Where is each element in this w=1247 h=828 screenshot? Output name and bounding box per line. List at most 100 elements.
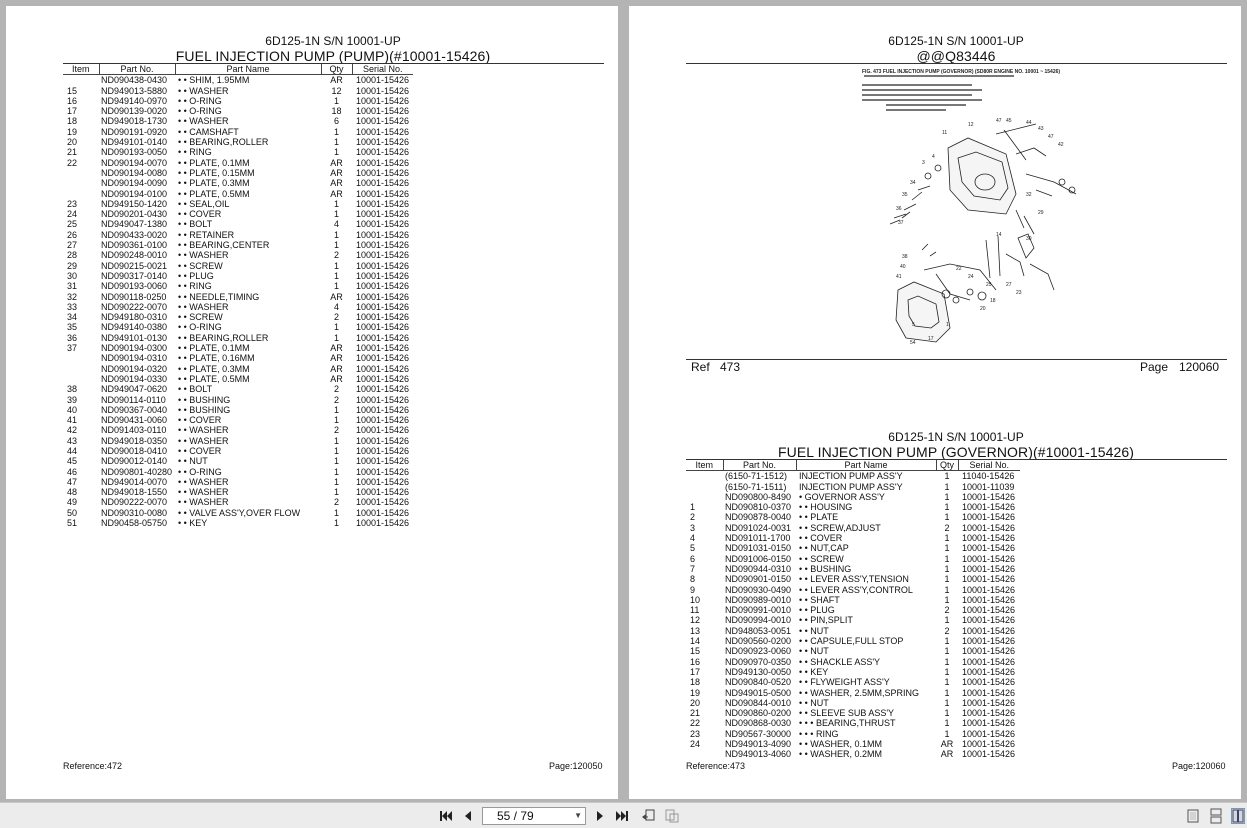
svg-text:23: 23 [1016, 290, 1022, 296]
forward-view-icon[interactable] [664, 808, 680, 824]
header-rule [686, 459, 1227, 460]
item-number: 2 [690, 512, 696, 523]
column-header-part-no: Part No. [98, 64, 175, 76]
item-number: 22 [67, 157, 78, 168]
continuous-view-icon[interactable] [1209, 808, 1223, 824]
quantity: AR [330, 343, 343, 354]
quantity: 1 [944, 574, 950, 585]
quantity: AR [940, 739, 954, 750]
item-number [686, 749, 723, 759]
item-number: 17 [690, 666, 701, 677]
part-number: ND90458-05750 [101, 518, 168, 529]
part-name: • • WASHER [178, 85, 229, 96]
serial-range: 10001-15426 [356, 270, 410, 281]
single-page-view-icon[interactable] [1186, 808, 1200, 824]
serial-range: 10001-15426 [962, 749, 1016, 760]
part-number: ND090994-0010 [725, 615, 792, 626]
figure-notes [862, 75, 1014, 111]
part-name: • • PLATE, 0.1MM [178, 157, 250, 168]
serial-range: 10001-15426 [356, 229, 410, 240]
svg-text:4: 4 [932, 154, 935, 160]
figure-header: 6D125-1N S/N 10001-UP @@Q83446 [629, 34, 1247, 64]
serial-range: 10001-15426 [356, 126, 410, 137]
governor-diagram-svg: FIG. 473 FUEL INJECTION PUMP (GOVERNOR) … [862, 69, 1077, 346]
svg-text:41: 41 [896, 274, 902, 280]
part-name: • • LEVER ASS'Y,CONTROL [799, 584, 913, 595]
part-number: ND090194-0090 [101, 178, 168, 189]
page-number-label: Page:120060 [1172, 761, 1226, 771]
serial-range: 10001-15426 [962, 718, 1016, 729]
part-name: • • BOLT [178, 219, 213, 230]
serial-range: 10001-15426 [356, 188, 410, 199]
serial-range: 10001-15426 [962, 563, 1016, 574]
figure-footer-rule [686, 359, 1227, 360]
column-header-part-name: Part Name [795, 460, 936, 472]
serial-range: 10001-15426 [962, 491, 1016, 502]
exploded-parts-diagram: FIG. 473 FUEL INJECTION PUMP (GOVERNOR) … [686, 64, 1166, 356]
item-number [63, 189, 99, 199]
prev-page-icon[interactable] [460, 808, 476, 824]
quantity: 1 [333, 476, 339, 487]
last-page-icon[interactable] [614, 808, 630, 824]
quantity: 2 [333, 394, 339, 405]
part-name: • • WASHER [178, 476, 229, 487]
header-rule [63, 63, 604, 64]
part-number: ND949013-5880 [101, 85, 168, 96]
next-page-icon[interactable] [592, 808, 608, 824]
serial-range: 10001-15426 [356, 415, 410, 426]
part-name: • • RETAINER [178, 229, 235, 240]
item-number: 34 [67, 312, 78, 323]
figure-caption: FIG. 473 FUEL INJECTION PUMP (GOVERNOR) … [862, 69, 1060, 75]
part-number: ND090868-0030 [725, 718, 792, 729]
two-page-view-icon[interactable] [1231, 808, 1245, 824]
serial-range: 10001-15426 [356, 332, 410, 343]
item-number: 10 [690, 594, 701, 605]
column-header-part-no: Part No. [722, 460, 796, 472]
quantity: 1 [944, 533, 950, 544]
figure-title: @@Q83446 [916, 48, 996, 64]
part-number: (6150-71-1512) [725, 471, 788, 482]
item-number: 19 [690, 687, 701, 698]
serial-range: 10001-15426 [962, 656, 1016, 667]
serial-range: 10001-15426 [962, 697, 1016, 708]
svg-text:3: 3 [922, 160, 925, 166]
part-name: • • • RING [799, 728, 839, 739]
quantity: 2 [944, 605, 950, 616]
part-number: ND090194-0300 [101, 343, 168, 354]
part-number: ND949140-0970 [101, 95, 168, 106]
quantity: 1 [944, 512, 950, 523]
back-view-icon[interactable] [640, 808, 656, 824]
part-name: • • PLATE, 0.5MM [178, 373, 250, 384]
serial-range: 10001-15426 [962, 594, 1016, 605]
part-name: • • PIN,SPLIT [799, 615, 853, 626]
serial-range: 10001-15426 [356, 425, 410, 436]
part-name: • • NUT [178, 456, 208, 467]
quantity: 1 [333, 466, 339, 477]
part-name: • • PLUG [178, 270, 214, 281]
part-number: ND091006-0150 [725, 553, 792, 564]
quantity: 1 [944, 491, 950, 502]
item-number: 21 [690, 708, 701, 719]
reference-label: Reference:473 [686, 761, 746, 771]
serial-range: 10001-15426 [356, 404, 410, 415]
item-number: 5 [690, 543, 696, 554]
page-number-select[interactable]: 55 / 79 ▼ [482, 807, 586, 825]
quantity: AR [330, 157, 343, 168]
part-name: • • HOUSING [799, 502, 853, 513]
quantity: 1 [333, 147, 339, 158]
item-number: 16 [67, 95, 78, 106]
part-name: • GOVERNOR ASS'Y [799, 491, 885, 502]
item-number: 50 [67, 507, 78, 518]
part-number: ND090222-0070 [101, 301, 168, 312]
first-page-icon[interactable] [438, 808, 454, 824]
diagram-lower-assembly [895, 233, 1055, 343]
part-name: • • WASHER, 0.2MM [799, 749, 882, 760]
part-number: ND949047-1380 [101, 219, 168, 230]
serial-range: 10001-15426 [356, 322, 410, 333]
serial-range: 10001-15426 [356, 343, 410, 354]
